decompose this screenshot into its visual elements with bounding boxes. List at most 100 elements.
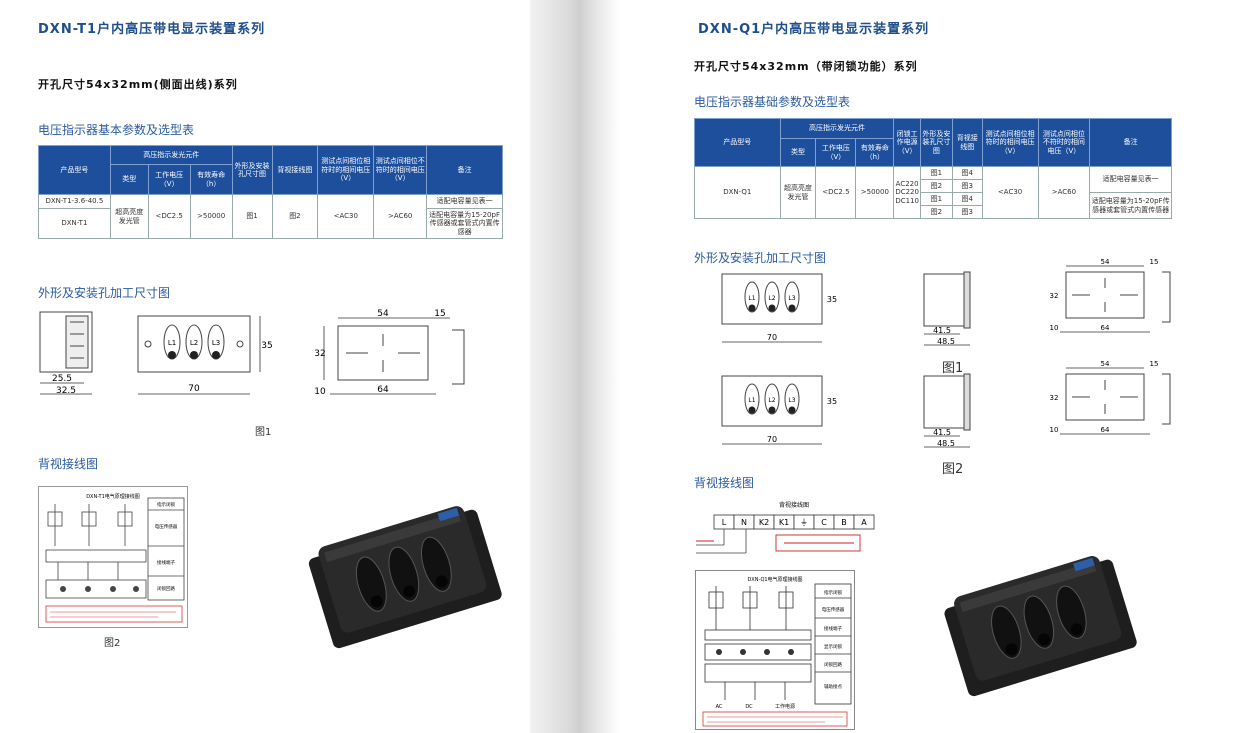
r1-dim-35: 35 <box>827 295 837 304</box>
rcell-shape-2: 图2 <box>919 179 953 193</box>
rcell-wiring-2: 图3 <box>951 179 983 193</box>
rth-lock: 闭锁工作电源（V） <box>893 118 921 167</box>
cell-shape: 图1 <box>231 194 273 239</box>
r1-dim-32: 32 <box>1050 292 1059 300</box>
th-shape: 外形及安装孔尺寸图 <box>231 145 273 195</box>
right-cutout-2: 54 15 32 10 64 <box>1050 360 1171 435</box>
rcell-wiring-3: 图4 <box>951 192 983 206</box>
rcell-lock-ac220: AC220 <box>895 179 919 188</box>
right-fig2-label: 图2 <box>942 462 964 477</box>
terminal-label: ⏚ <box>800 518 808 527</box>
rcell-wiring-1: 图4 <box>951 166 983 180</box>
cell-model-1: DXN-T1-3.6-40.5 <box>38 194 111 209</box>
left-wiring-title: 背视接线图 <box>38 457 99 471</box>
left-sub-title: 开孔尺寸54x32mm(侧面出线)系列 <box>38 78 238 91</box>
terminal-label: C <box>821 518 827 527</box>
r2-led-l2: L2 <box>768 397 775 404</box>
left-fig2-label: 图2 <box>104 638 121 649</box>
left-fig1-label: 图1 <box>255 427 272 438</box>
dim-54: 54 <box>377 309 389 319</box>
cell-wiring: 图2 <box>271 194 319 239</box>
rw-box-4: 显示闭锁 <box>824 643 842 650</box>
rth-shape: 外形及安装孔尺寸图 <box>919 118 953 167</box>
r2-dim-41-5: 41.5 <box>933 428 951 437</box>
th-voltage: 工作电压（V） <box>147 164 191 195</box>
right-outline-title: 外形及安装孔加工尺寸图 <box>694 251 827 265</box>
rth-test-on: 测试点间相位相符时的相间电压（V） <box>981 118 1039 167</box>
right-sub-title: 开孔尺寸54x32mm（带闭锁功能）系列 <box>694 60 918 73</box>
left-wiring-box-2: 电压传感器 <box>155 523 178 530</box>
left-spec-table: 产品型号 高压指示发光元件 外形及安装孔尺寸图 背视接线图 测试点间相位相符时的… <box>38 145 503 239</box>
th-test-off: 测试点间相位不符时的相间电压（V） <box>373 145 428 195</box>
r2-dim-48-5: 48.5 <box>937 439 955 448</box>
left-wiring-diagram-title: DXN-T1电气原理接线图 <box>86 493 140 500</box>
left-outline-title: 外形及安装孔加工尺寸图 <box>38 286 171 300</box>
cell-note-2: 适配电容量为15-20pF传感器或套管式内置传感器 <box>426 208 503 239</box>
rcell-model: DXN-Q1 <box>694 166 781 219</box>
r2-dim-35: 35 <box>827 397 837 406</box>
r1-dim-48-5: 48.5 <box>937 337 955 346</box>
rcell-test-on: <AC30 <box>981 166 1039 219</box>
right-spec-table: 产品型号 高压指示发光元件 闭锁工作电源（V） 外形及安装孔尺寸图 背视接线图 … <box>694 118 1172 219</box>
rth-voltage: 工作电压（V） <box>815 138 857 167</box>
r2-dim-15: 15 <box>1150 360 1159 368</box>
rth-wiring: 背视接线图 <box>951 118 983 167</box>
right-page: DXN-Q1户内高压带电显示装置系列 开孔尺寸54x32mm（带闭锁功能）系列 … <box>620 0 1250 733</box>
cell-model-2: DXN-T1 <box>38 208 111 239</box>
rth-model: 产品型号 <box>694 118 781 167</box>
dim-25-5: 25.5 <box>52 374 72 384</box>
right-side-view-1: 41.5 48.5 <box>923 271 971 346</box>
r2-dim-32: 32 <box>1050 394 1059 402</box>
r1-dim-54: 54 <box>1101 258 1110 266</box>
right-cutout-1: 54 15 32 10 64 <box>1050 258 1171 333</box>
left-side-view-drawing: 25.5 32.5 <box>39 311 93 396</box>
th-model: 产品型号 <box>38 145 111 195</box>
r2-dim-54: 54 <box>1101 360 1110 368</box>
th-wiring: 背视接线图 <box>271 145 319 195</box>
rw-box-5: 闭锁回路 <box>824 661 842 668</box>
rw-bottom-power: 工作电源 <box>775 703 795 710</box>
rw-box-6: 辅助接点 <box>824 683 842 690</box>
r2-led-l1: L1 <box>748 397 755 404</box>
dim-35: 35 <box>261 341 272 351</box>
rth-note: 备注 <box>1089 118 1172 167</box>
right-fig1-label: 图1 <box>942 361 964 376</box>
left-front-view-drawing: L1 L2 L3 35 70 <box>137 315 273 395</box>
rth-type: 类型 <box>779 138 817 167</box>
r1-dim-10: 10 <box>1050 324 1059 332</box>
dim-15: 15 <box>434 309 445 319</box>
terminal-label: A <box>861 518 867 527</box>
rw-box-3: 接线端子 <box>824 625 842 632</box>
dim-64: 64 <box>377 385 389 395</box>
left-series-title: DXN-T1户内高压带电显示装置系列 <box>38 22 266 37</box>
left-device-photo <box>308 506 502 649</box>
cell-life: >50000 <box>189 194 233 239</box>
terminal-label: K2 <box>759 518 769 527</box>
book-gutter <box>530 0 620 733</box>
right-device-photo <box>944 556 1137 697</box>
left-wiring-box-4: 闭锁回路 <box>157 585 175 592</box>
rcell-shape-3: 图1 <box>919 192 953 206</box>
dim-32: 32 <box>314 349 325 359</box>
left-cutout-drawing: 54 15 32 10 64 <box>314 309 465 397</box>
r1-led-l1: L1 <box>748 295 755 302</box>
cell-type: 超高亮度发光管 <box>109 194 149 239</box>
cell-test-on: <AC30 <box>317 194 375 239</box>
terminal-label: B <box>841 518 847 527</box>
r2-dim-70: 70 <box>767 435 777 444</box>
rcell-wiring-4: 图3 <box>951 205 983 219</box>
rcell-note-1: 适配电容量见表一 <box>1089 166 1172 193</box>
cell-note-1: 适配电容量见表一 <box>426 194 503 209</box>
left-wiring-box-3: 接线端子 <box>157 559 175 566</box>
rw-bottom-ac: AC <box>716 704 723 710</box>
cell-voltage: <DC2.5 <box>147 194 191 239</box>
rcell-shape-4: 图2 <box>919 205 953 219</box>
right-series-title: DXN-Q1户内高压带电显示装置系列 <box>698 22 930 37</box>
rcell-life: >50000 <box>855 166 895 219</box>
left-wiring-box-1: 指示闭锁 <box>157 501 175 508</box>
rcell-voltage: <DC2.5 <box>815 166 857 219</box>
left-page: DXN-T1户内高压带电显示装置系列 开孔尺寸54x32mm(侧面出线)系列 电… <box>0 0 530 733</box>
terminal-cell <box>853 514 875 530</box>
rcell-lock: AC220 DC220 DC110 <box>893 166 921 219</box>
